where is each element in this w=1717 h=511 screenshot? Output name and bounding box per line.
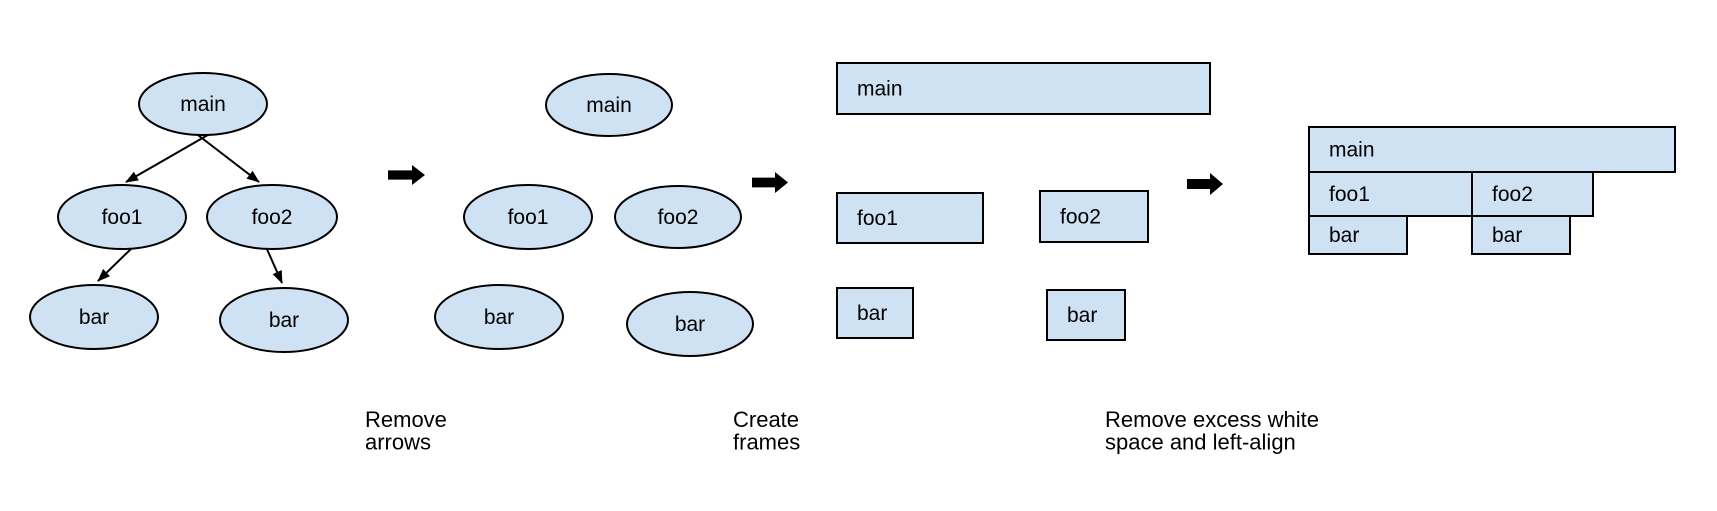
transition-arrow-icon-2 bbox=[752, 172, 788, 193]
node-label: foo2 bbox=[1492, 183, 1533, 206]
flame-graph-node-bar-3 bbox=[1308, 215, 1408, 255]
node-label: main bbox=[857, 78, 903, 101]
frames-node-bar-3 bbox=[836, 287, 914, 339]
caption-line: Create bbox=[733, 407, 799, 432]
node-label: bar bbox=[857, 302, 887, 325]
transition-arrow-icon-3 bbox=[1187, 173, 1223, 195]
node-label: bar bbox=[484, 306, 514, 329]
no-arrows-node-bar-4 bbox=[626, 291, 754, 357]
flame-graph-node-main-0 bbox=[1308, 126, 1676, 173]
node-label: main bbox=[586, 94, 632, 117]
no-arrows-node-bar-3 bbox=[434, 284, 564, 350]
no-arrows-node-foo2-2 bbox=[614, 185, 742, 249]
frames-node-main-0 bbox=[836, 62, 1211, 115]
frames-node-foo1-1 bbox=[836, 192, 984, 244]
caption-line: Remove bbox=[365, 407, 447, 432]
no-arrows-node-main-0 bbox=[545, 73, 673, 137]
node-label: bar bbox=[1329, 224, 1359, 247]
node-label: bar bbox=[79, 306, 109, 329]
flame-graph-node-bar-4 bbox=[1471, 215, 1571, 255]
caption-line: arrows bbox=[365, 430, 431, 455]
frames-node-bar-4 bbox=[1046, 289, 1126, 341]
flame-graph-node-foo2-2 bbox=[1471, 171, 1594, 217]
call-tree-node-bar-4 bbox=[219, 287, 349, 353]
call-tree-node-foo1-1 bbox=[57, 184, 187, 250]
caption-line: Remove excess white bbox=[1105, 407, 1319, 432]
node-label: foo1 bbox=[102, 206, 143, 229]
edge-foo1-to-bar bbox=[97, 245, 135, 282]
node-label: foo2 bbox=[252, 206, 293, 229]
call-tree-node-main-0 bbox=[138, 72, 268, 136]
node-label: foo1 bbox=[857, 207, 898, 230]
node-label: foo2 bbox=[1060, 206, 1101, 229]
stage-call-tree: main foo1 foo2 bar bar bbox=[29, 72, 349, 353]
transition-arrow-icon-1 bbox=[388, 165, 425, 185]
caption-line: space and left-align bbox=[1105, 430, 1296, 455]
node-label: foo2 bbox=[658, 206, 699, 229]
node-label: foo1 bbox=[508, 206, 549, 229]
stage-flame-graph: main foo1 foo2 bar bar bbox=[1308, 126, 1676, 255]
node-label: bar bbox=[675, 313, 705, 336]
stage-no-arrows: main foo1 foo2 bar bar bbox=[434, 73, 754, 357]
caption-line: frames bbox=[733, 430, 800, 455]
call-tree-node-foo2-2 bbox=[206, 184, 338, 250]
edge-main-to-foo1 bbox=[125, 131, 214, 183]
call-tree-node-bar-3 bbox=[29, 284, 159, 350]
node-label: bar bbox=[1067, 304, 1097, 327]
frames-node-foo2-2 bbox=[1039, 190, 1149, 243]
node-label: main bbox=[180, 93, 226, 116]
edge-foo2-to-bar bbox=[265, 246, 283, 284]
edge-main-to-foo2 bbox=[193, 131, 260, 183]
node-label: bar bbox=[1492, 224, 1522, 247]
stage-frames: main foo1 foo2 bar bar bbox=[836, 62, 1211, 341]
node-label: main bbox=[1329, 139, 1375, 162]
no-arrows-node-foo1-1 bbox=[463, 184, 593, 250]
node-label: bar bbox=[269, 309, 299, 332]
node-label: foo1 bbox=[1329, 183, 1370, 206]
